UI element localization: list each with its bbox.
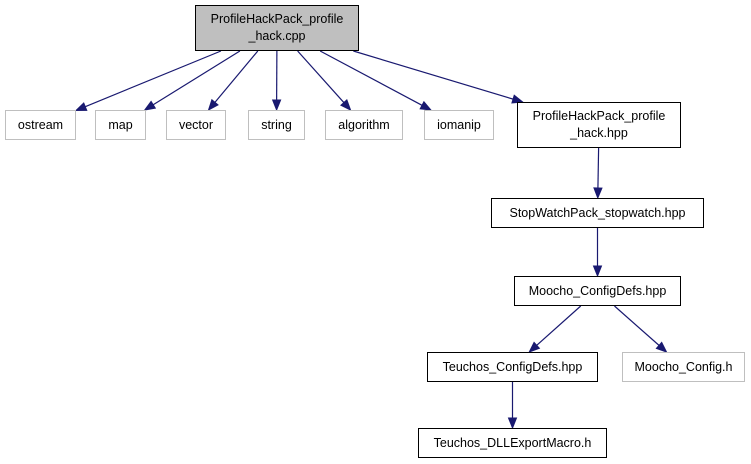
edge-root-to-ostream <box>85 50 222 108</box>
edge-root-to-hack_hpp <box>353 50 514 100</box>
node-stopwatchpack-stopwatch-hpp[interactable]: StopWatchPack_stopwatch.hpp <box>491 198 704 228</box>
node-profilehackpack-profile-hack-hpp[interactable]: ProfileHackPack_profile _hack.hpp <box>517 102 681 148</box>
arrowhead-root-to-algorithm <box>340 99 352 112</box>
edge-root-to-algorithm <box>297 50 345 103</box>
edge-root-to-iomanip <box>319 50 423 106</box>
arrowhead-root-to-iomanip <box>419 100 433 111</box>
node-iomanip[interactable]: iomanip <box>424 110 494 140</box>
edge-moocho_cfg-to-moocho_h <box>614 305 660 346</box>
arrowhead-stopwatch-to-moocho_cfg <box>592 265 603 278</box>
arrowhead-root-to-ostream <box>74 102 88 111</box>
node-teuchos-configdefs-hpp[interactable]: Teuchos_ConfigDefs.hpp <box>427 352 598 382</box>
edge-root-to-vector <box>214 50 259 103</box>
node-vector[interactable]: vector <box>166 110 226 140</box>
node-map[interactable]: map <box>95 110 146 140</box>
node-moocho-config-h[interactable]: Moocho_Config.h <box>622 352 745 382</box>
arrowhead-teuchos_cfg-to-dll_export <box>507 417 518 430</box>
edge-root-to-map <box>152 50 241 106</box>
arrowhead-moocho_cfg-to-teuchos_cfg <box>528 341 541 353</box>
node-moocho-configdefs-hpp[interactable]: Moocho_ConfigDefs.hpp <box>514 276 681 306</box>
node-profilehackpack-profile-hack-cpp[interactable]: ProfileHackPack_profile _hack.cpp <box>195 5 359 51</box>
edge-hack_hpp-to-stopwatch <box>597 147 600 189</box>
node-string[interactable]: string <box>248 110 305 140</box>
arrowhead-root-to-vector <box>207 98 219 112</box>
arrowhead-moocho_cfg-to-moocho_h <box>655 341 668 353</box>
arrowhead-root-to-string <box>271 99 282 112</box>
node-ostream[interactable]: ostream <box>5 110 76 140</box>
node-teuchos-dllexportmacro-h[interactable]: Teuchos_DLLExportMacro.h <box>418 428 607 458</box>
node-algorithm[interactable]: algorithm <box>325 110 403 140</box>
arrowhead-hack_hpp-to-stopwatch <box>593 187 603 200</box>
arrowhead-root-to-map <box>143 100 157 111</box>
edge-moocho_cfg-to-teuchos_cfg <box>536 305 582 346</box>
